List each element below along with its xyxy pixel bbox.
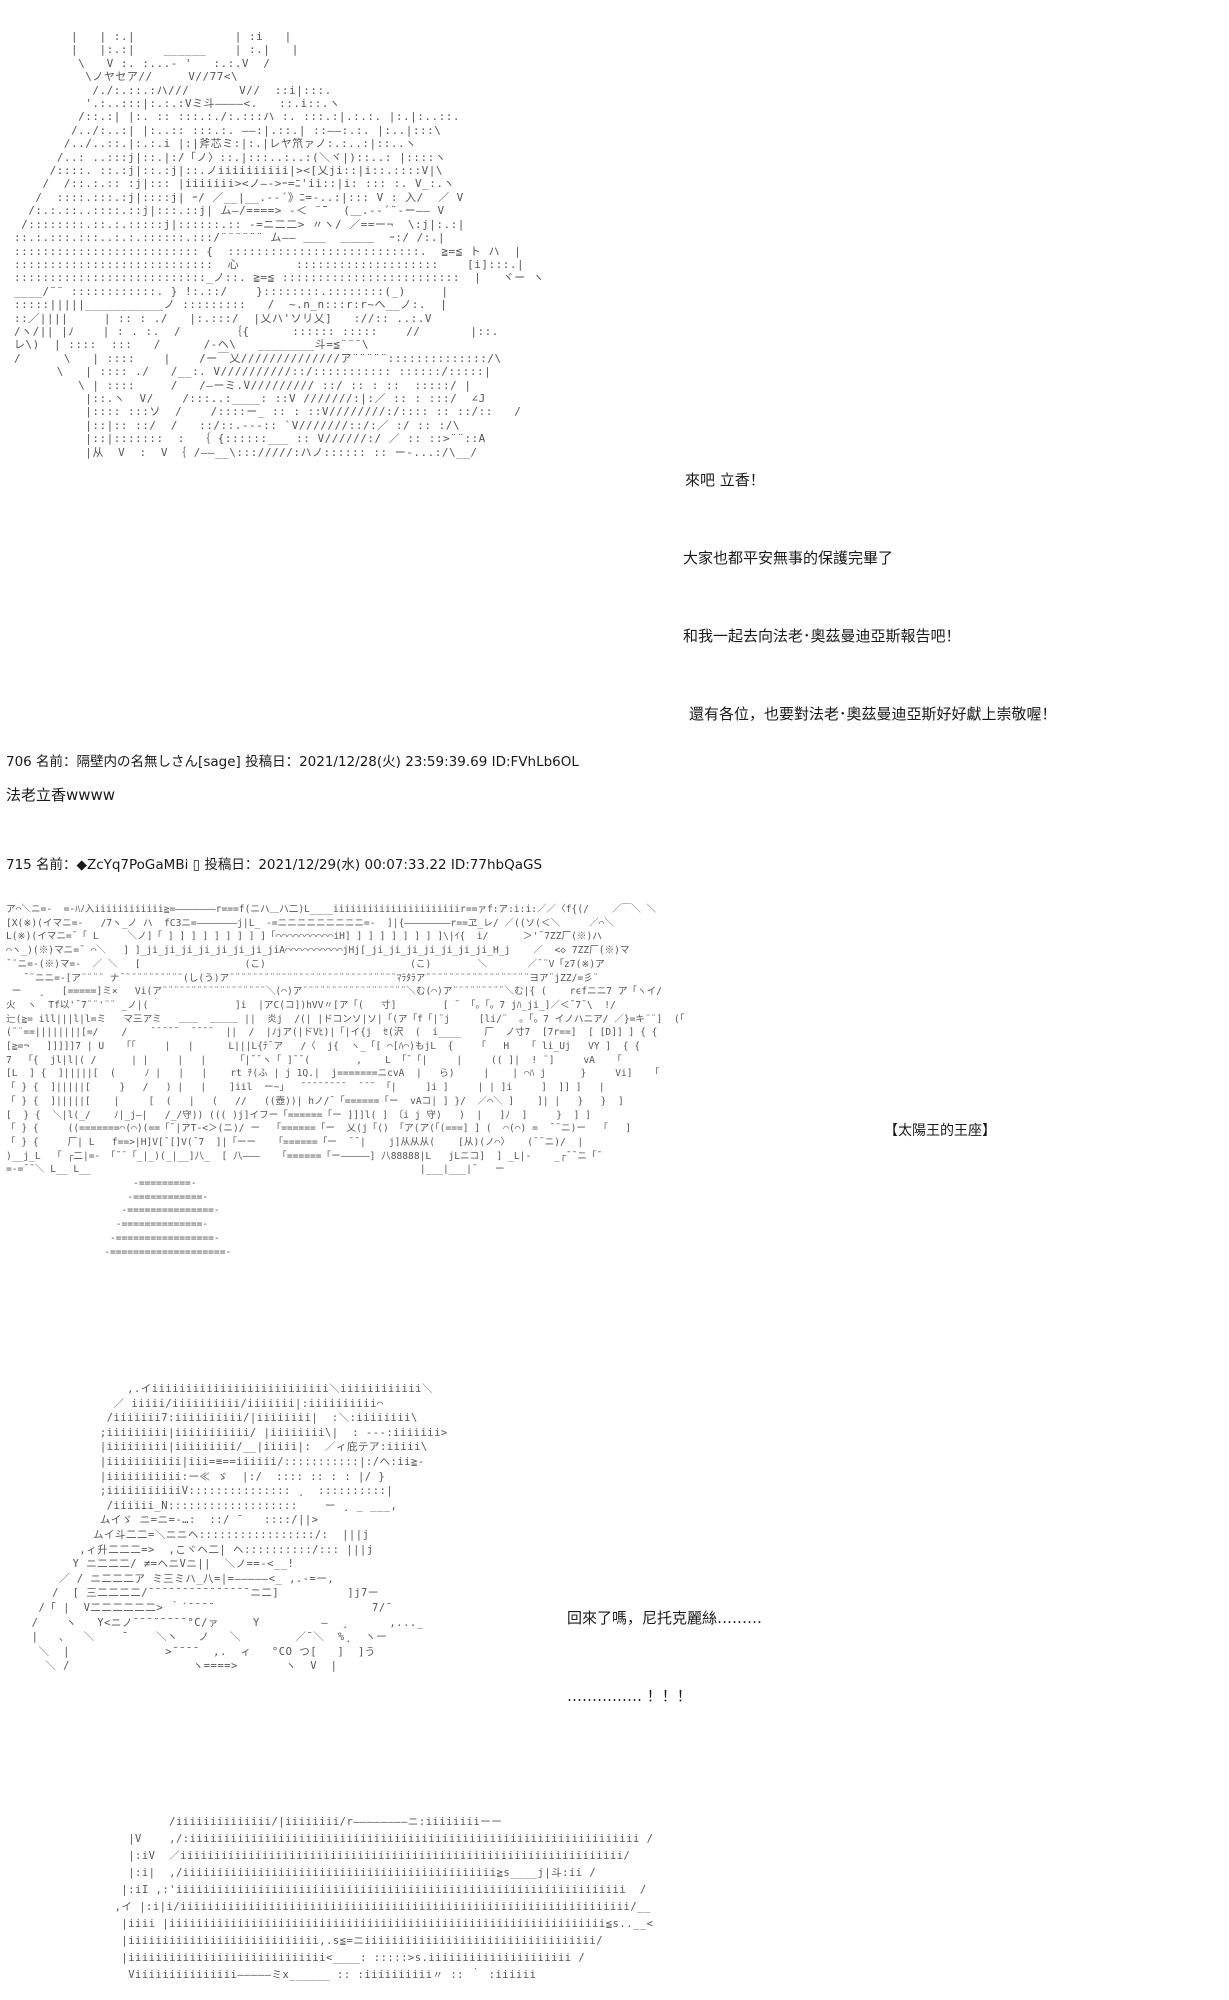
scene-caption: 【太陽王的王座】 xyxy=(884,1123,996,1139)
ascii-art-figure-top: | | :.| | :i | | |:.:| ______ | :.| | \ … xyxy=(14,30,545,459)
post-header: 715 名前：◆ZcYq7PoGaMBi ▯ 投稿日：2021/12/29(水)… xyxy=(6,857,543,873)
ascii-art-throne: ア⌒＼ニ=- =-ﾊﾉ入iiiiiiiiiiii≧=―――――――r===f(ニ… xyxy=(6,904,685,1258)
narration-line: 來吧 立香！ xyxy=(685,471,765,489)
narration-line: 回來了嗎，尼托克麗絲……… xyxy=(567,1609,763,1627)
narration-line: 大家也都平安無事的保護完畢了 xyxy=(683,549,894,567)
post-header: 706 名前：隔壁内の名無しさん[sage] 投稿日：2021/12/28(火)… xyxy=(6,754,579,770)
narration-block-3: 回來了嗎，尼托克麗絲……… …………… ！！！ xyxy=(567,1563,762,1729)
narration-line: 還有各位，也要對法老･奧茲曼迪亞斯好好獻上崇敬喔！ xyxy=(689,705,1057,723)
narration-line: …………… ！！！ xyxy=(567,1687,692,1705)
ascii-art-bottom: /iiiiiiiiiiiiii/|iiiiiiii/r――――――――ニ:iii… xyxy=(114,1816,654,1981)
narration-block-1: 來吧 立香！ 大家也都平安無事的保護完畢了 和我一起去向法老･奧茲曼迪亞斯報告吧… xyxy=(683,425,1057,759)
ascii-art-girl: ,.イiiiiiiiiiiiiiiiiiiiiiiiiii＼iiiiiiiiii… xyxy=(31,1383,448,1673)
post-body: 法老立香wwww xyxy=(6,786,116,804)
narration-line: 和我一起去向法老･奧茲曼迪亞斯報告吧！ xyxy=(683,627,961,645)
